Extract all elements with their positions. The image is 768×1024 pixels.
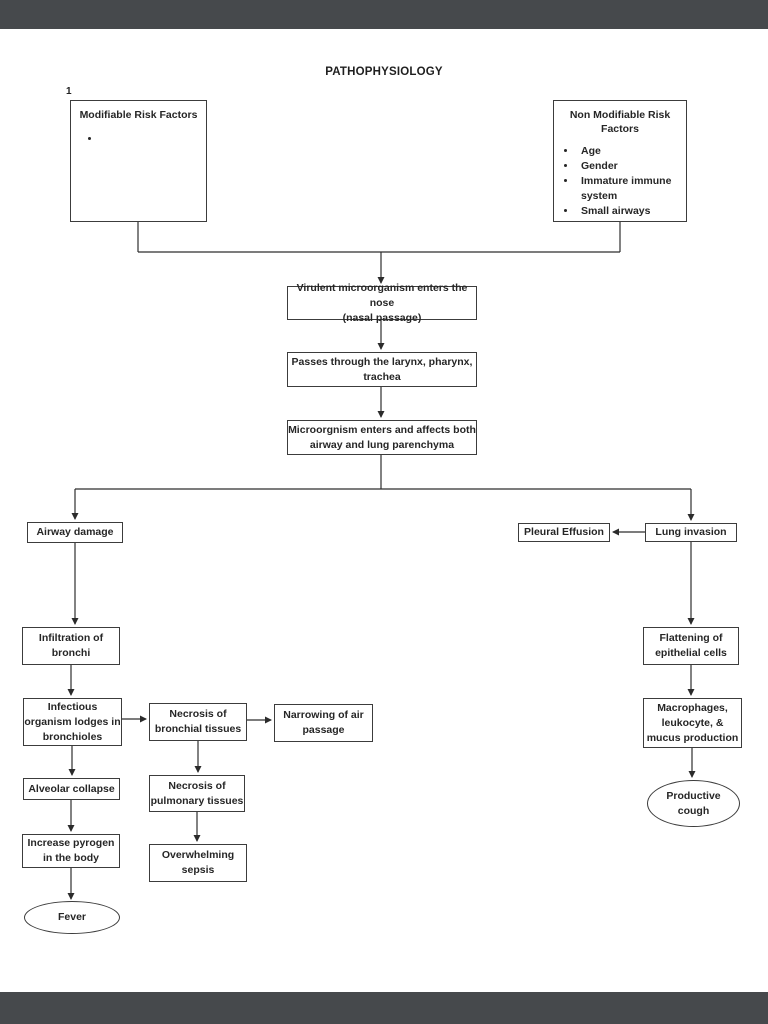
flow-node-flattening-epithelial: Flattening of epithelial cells bbox=[643, 627, 739, 665]
flow-node-microorganism-affects: Microorgnism enters and affects both air… bbox=[287, 420, 477, 455]
flow-node-alveolar-collapse: Alveolar collapse bbox=[23, 778, 120, 800]
node-text: cough bbox=[677, 804, 710, 817]
node-text: Overwhelming bbox=[161, 849, 235, 861]
flow-node-lung-invasion: Lung invasion bbox=[645, 523, 737, 542]
node-text: airway and lung parenchyma bbox=[309, 438, 455, 451]
node-text: Infectious bbox=[47, 700, 98, 713]
viewer-bottom-bar bbox=[0, 992, 768, 1024]
node-text: Pleural Effusion bbox=[524, 526, 604, 538]
page-number-marker: 1 bbox=[66, 86, 72, 97]
modifiable-risk-list bbox=[71, 132, 206, 147]
node-text: Lung invasion bbox=[655, 526, 727, 538]
node-text: bronchioles bbox=[42, 730, 103, 743]
flow-node-airway-damage: Airway damage bbox=[27, 522, 123, 543]
flow-node-non-modifiable-risk-factors: Non Modifiable Risk Factors Age Gender I… bbox=[553, 100, 687, 222]
page-title: PATHOPHYSIOLOGY bbox=[325, 66, 443, 78]
node-text: Fever bbox=[57, 911, 87, 923]
node-text: Macrophages, bbox=[657, 701, 728, 714]
node-text: bronchi bbox=[51, 647, 91, 659]
flow-node-narrowing-air-passage: Narrowing of air passage bbox=[274, 704, 373, 742]
node-text: passage bbox=[302, 724, 345, 736]
node-text: Infiltration of bbox=[38, 632, 104, 644]
flow-node-macrophages: Macrophages, leukocyte, & mucus producti… bbox=[643, 698, 742, 748]
list-item bbox=[101, 132, 206, 147]
flow-node-infiltration-bronchi: Infiltration of bronchi bbox=[22, 627, 120, 665]
flow-node-virulent-microorganism: Virulent microorganism enters the nose (… bbox=[287, 282, 477, 324]
node-text: Necrosis of bbox=[168, 779, 226, 792]
flow-node-passes-larynx: Passes through the larynx, pharynx, trac… bbox=[287, 352, 477, 387]
node-text: pulmonary tissues bbox=[150, 794, 244, 807]
flow-node-infectious-organism: Infectious organism lodges in bronchiole… bbox=[23, 698, 122, 746]
node-text: leukocyte, & bbox=[661, 716, 724, 729]
non-modifiable-risk-title: Non Modifiable Risk Factors bbox=[569, 109, 671, 135]
non-modifiable-risk-list: Age Gender Immature immune system Small … bbox=[560, 144, 680, 219]
flow-terminal-fever: Fever bbox=[24, 901, 120, 934]
flow-terminal-productive-cough: Productive cough bbox=[647, 780, 740, 827]
node-text: in the body bbox=[43, 852, 99, 864]
node-text: Increase pyrogen bbox=[27, 837, 115, 849]
modifiable-risk-title: Modifiable Risk Factors bbox=[79, 109, 198, 121]
node-text: Alveolar collapse bbox=[28, 782, 115, 795]
node-text: Airway damage bbox=[36, 526, 114, 538]
flow-node-necrosis-pulmonary: Necrosis of pulmonary tissues bbox=[149, 775, 245, 812]
node-text: Passes through the larynx, pharynx, bbox=[291, 355, 473, 368]
node-text: (nasal passage) bbox=[342, 311, 422, 324]
list-item: Age bbox=[577, 144, 680, 159]
list-item: Immature immune system bbox=[577, 174, 680, 204]
node-text: organism lodges in bbox=[24, 715, 121, 728]
node-text: epithelial cells bbox=[655, 647, 727, 659]
node-text: trachea bbox=[363, 370, 401, 383]
flow-node-pleural-effusion: Pleural Effusion bbox=[518, 523, 610, 542]
flow-node-modifiable-risk-factors: Modifiable Risk Factors bbox=[70, 100, 207, 222]
node-text: Necrosis of bbox=[169, 708, 227, 720]
node-text: bronchial tissues bbox=[154, 723, 242, 735]
node-text: Flattening of bbox=[659, 632, 723, 644]
node-text: Virulent microorganism enters the nose bbox=[296, 281, 468, 309]
list-item: Small airways bbox=[577, 204, 680, 219]
flow-node-increase-pyrogen: Increase pyrogen in the body bbox=[22, 834, 120, 868]
node-text: Productive bbox=[666, 789, 721, 802]
flow-node-necrosis-bronchial: Necrosis of bronchial tissues bbox=[149, 703, 247, 741]
node-text: mucus production bbox=[646, 731, 739, 744]
node-text: Microorgnism enters and affects both bbox=[288, 423, 476, 436]
node-text: sepsis bbox=[181, 864, 215, 876]
list-item: Gender bbox=[577, 159, 680, 174]
viewer-top-bar bbox=[0, 0, 768, 29]
node-text: Narrowing of air bbox=[283, 709, 364, 721]
flow-node-overwhelming-sepsis: Overwhelming sepsis bbox=[149, 844, 247, 882]
